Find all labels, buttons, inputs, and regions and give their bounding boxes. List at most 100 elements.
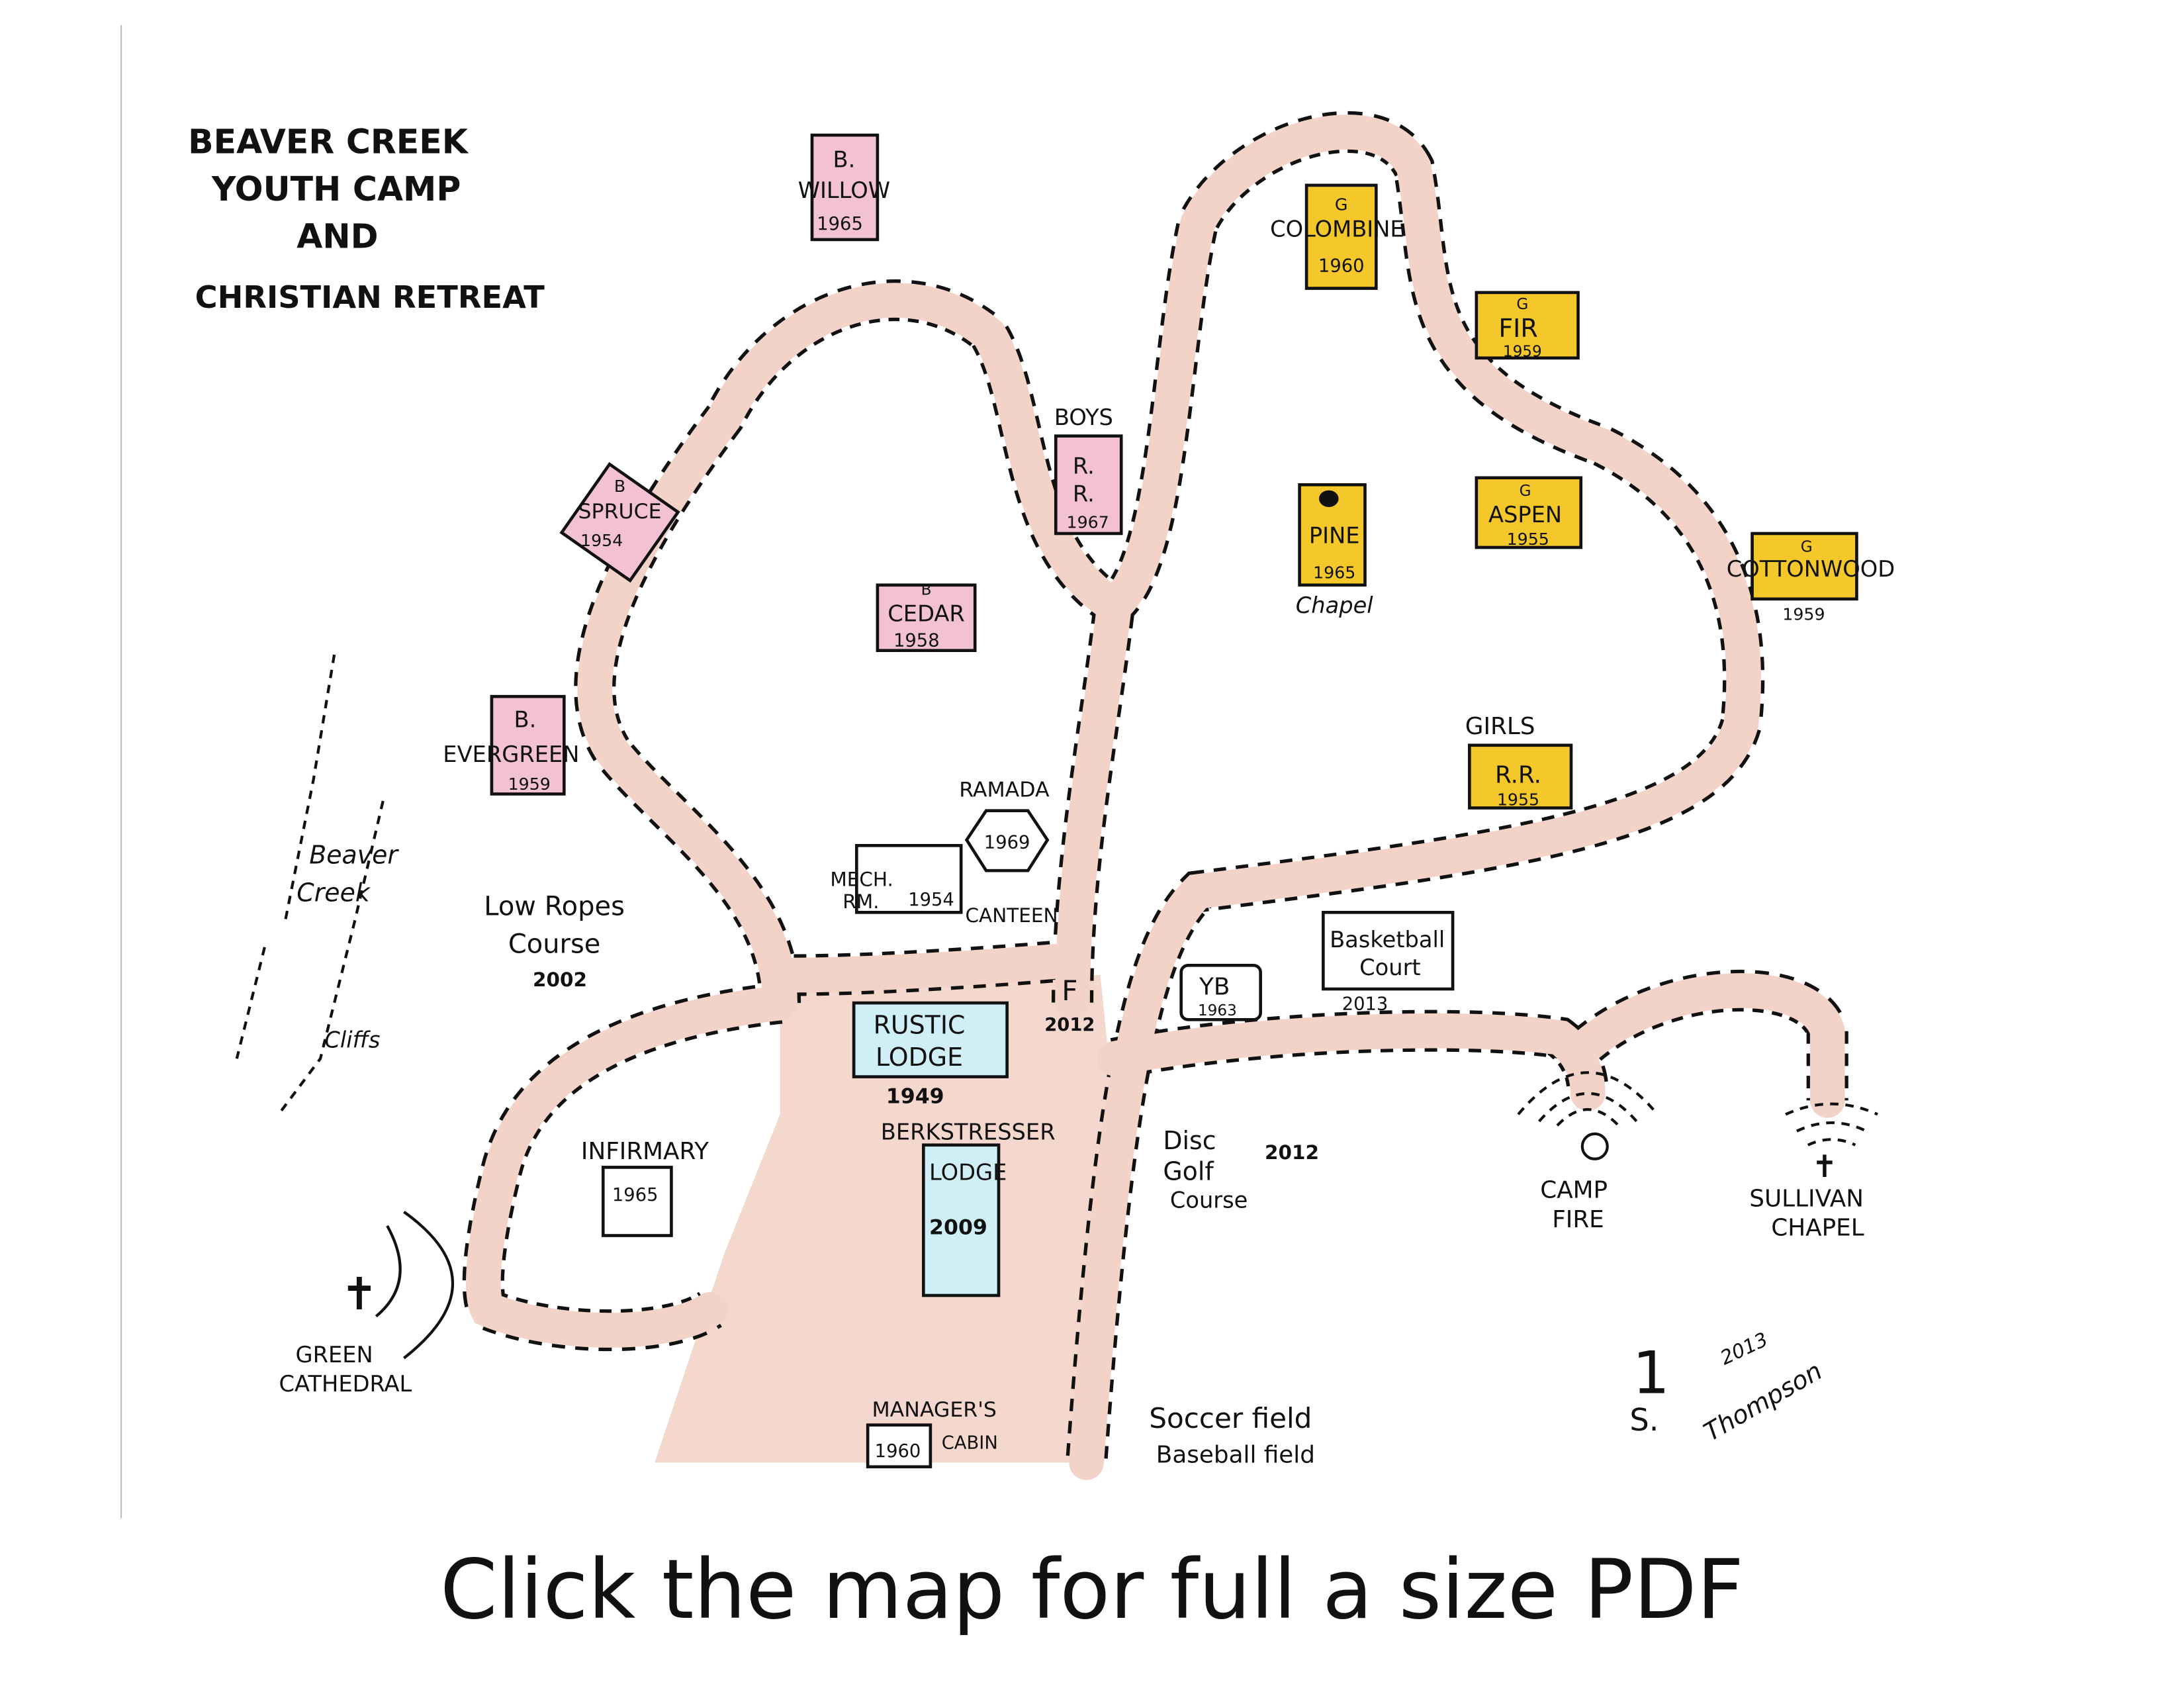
map-label: COLOMBINE — [1270, 216, 1404, 242]
cabin-pine[interactable]: PINE 1965 Chapel — [1296, 483, 1374, 618]
map-label: BERKSTRESSER — [881, 1119, 1056, 1145]
cabin-boys-rr[interactable]: BOYS R. R. 1967 — [1054, 404, 1123, 536]
cabin-willow[interactable]: B. WILLOW 1965 — [798, 133, 890, 242]
map-label: 1960 — [1318, 256, 1365, 276]
cabin-columbine[interactable]: G COLOMBINE 1960 — [1270, 183, 1404, 290]
map-label: YB — [1199, 973, 1230, 1000]
mech-room[interactable]: MECH. RM. 1954 — [830, 843, 963, 914]
map-label: R.R. — [1495, 762, 1541, 789]
map-label: CHAPEL — [1771, 1215, 1864, 1242]
map-label: COTTONWOOD — [1727, 556, 1895, 582]
map-label: 1958 — [893, 630, 940, 651]
managers-cabin[interactable]: MANAGER'S 1960 CABIN — [866, 1398, 998, 1469]
map-label: RM. — [842, 890, 879, 913]
chapel-note: Chapel — [1296, 592, 1374, 618]
map-label: 1965 — [1313, 563, 1355, 582]
sullivan-chapel[interactable]: ✝ SULLIVAN CHAPEL — [1749, 1102, 1878, 1242]
map-label: G — [1801, 538, 1813, 555]
soccer-field-label: Soccer field — [1149, 1402, 1312, 1434]
berkstresser-lodge[interactable]: BERKSTRESSER LODGE 2009 — [881, 1119, 1056, 1297]
green-cathedral[interactable]: ✝ GREEN CATHEDRAL — [279, 1211, 455, 1397]
map-label: Low Ropes — [484, 892, 625, 922]
rustic-lodge[interactable]: RUSTIC LODGE 1949 — [852, 1001, 1009, 1109]
map-label: 1967 — [1067, 513, 1109, 532]
central-trail-area — [655, 975, 1115, 1463]
map-label: 2012 — [1265, 1141, 1319, 1164]
cabin-evergreen[interactable]: B. EVERGREEN 1959 — [443, 694, 579, 796]
map-label: 2013 — [1342, 994, 1388, 1015]
map-label: LODGE — [876, 1043, 963, 1072]
map-label: 1954 — [580, 531, 623, 550]
map-label: Course — [508, 929, 601, 959]
volleyball-court[interactable]: YB 1963 — [1179, 963, 1262, 1021]
cabin-aspen[interactable]: G ASPEN 1955 — [1475, 476, 1583, 549]
map-label: 1949 — [886, 1085, 944, 1109]
map-label: MECH. — [830, 868, 893, 890]
map-label: EVERGREEN — [443, 741, 579, 767]
map-label: 1960 — [875, 1441, 921, 1462]
map-label: Course — [1170, 1187, 1248, 1213]
cabin-girls-rr[interactable]: GIRLS R.R. 1955 — [1465, 713, 1573, 810]
beaver-creek: Beaver Creek Cliffs — [235, 654, 399, 1115]
map-label: LODGE — [929, 1159, 1007, 1185]
disc-golf-course[interactable]: Disc Golf Course 2012 — [1163, 1126, 1319, 1213]
map-label: B — [921, 582, 932, 599]
map-label: 1959 — [508, 774, 551, 794]
map-label: WILLOW — [798, 177, 890, 203]
map-label: GREEN — [296, 1342, 373, 1368]
map-label: Creek — [296, 878, 371, 907]
map-label: Beaver — [309, 841, 399, 870]
camp-fire[interactable]: CAMP FIRE — [1517, 1071, 1659, 1233]
map-label: SULLIVAN — [1749, 1185, 1864, 1212]
map-label: B. — [833, 147, 855, 173]
full-size-pdf-link[interactable]: Click the map for full a size PDF — [439, 1542, 1744, 1638]
map-label: ASPEN — [1488, 502, 1562, 528]
low-ropes-course[interactable]: Low Ropes Course 2002 — [484, 892, 625, 991]
map-label: 1955 — [1497, 790, 1539, 809]
sports-fields[interactable]: Soccer field Baseball field — [1149, 1402, 1315, 1469]
map-label: CABIN — [942, 1432, 998, 1453]
flag-icon: F — [1062, 974, 1077, 1007]
map-label: SPRUCE — [578, 500, 662, 524]
cross-icon: ✝ — [341, 1268, 378, 1320]
ramada[interactable]: RAMADA 1969 — [959, 778, 1050, 872]
map-label: CEDAR — [887, 601, 965, 627]
title-line-1: BEAVER CREEK — [188, 122, 469, 161]
map-label: B — [614, 477, 625, 496]
boys-label: BOYS — [1054, 404, 1113, 430]
cabin-spruce[interactable]: B SPRUCE 1954 — [559, 461, 680, 583]
title-line-3: AND — [296, 217, 378, 256]
cabin-fir[interactable]: G FIR 1959 — [1475, 291, 1580, 361]
canteen-label[interactable]: CANTEEN — [965, 904, 1058, 927]
map-label: R. — [1073, 481, 1095, 507]
title-line-2: YOUTH CAMP — [211, 169, 461, 209]
map-label: 1959 — [1503, 344, 1542, 361]
map-label: G — [1520, 483, 1531, 500]
map-label: 1955 — [1507, 530, 1549, 549]
map-label: 2002 — [533, 968, 587, 991]
map-label: RAMADA — [959, 778, 1050, 802]
map-label: 1965 — [817, 214, 863, 234]
map-label: B. — [514, 706, 537, 732]
map-label: Golf — [1163, 1156, 1214, 1186]
camp-map[interactable]: BEAVER CREEK YOUTH CAMP AND CHRISTIAN RE… — [0, 0, 2184, 1523]
map-label: CATHEDRAL — [279, 1371, 412, 1397]
basketball-court[interactable]: Basketball Court 2013 — [1322, 911, 1455, 1015]
map-label: FIR — [1498, 314, 1537, 343]
baseball-field-label: Baseball field — [1156, 1442, 1315, 1469]
girls-label: GIRLS — [1465, 713, 1535, 740]
infirmary[interactable]: INFIRMARY 1965 — [581, 1138, 709, 1237]
trails — [462, 111, 1848, 1480]
map-label: MANAGER'S — [872, 1398, 996, 1422]
map-title: BEAVER CREEK YOUTH CAMP AND CHRISTIAN RE… — [188, 122, 545, 315]
map-label: 2009 — [929, 1215, 987, 1239]
map-label: S. — [1629, 1402, 1659, 1438]
cabin-cedar[interactable]: B CEDAR 1958 — [876, 582, 977, 653]
map-label: G — [1335, 195, 1348, 214]
signature: 1 S. 2013 Thompson — [1629, 1328, 1827, 1447]
map-label: Thompson — [1699, 1356, 1827, 1447]
cabin-cottonwood[interactable]: G COTTONWOOD 1959 — [1727, 532, 1895, 624]
map-label: Basketball — [1330, 927, 1445, 953]
cross-icon: ✝ — [1812, 1149, 1838, 1184]
map-label: FIRE — [1552, 1206, 1604, 1233]
